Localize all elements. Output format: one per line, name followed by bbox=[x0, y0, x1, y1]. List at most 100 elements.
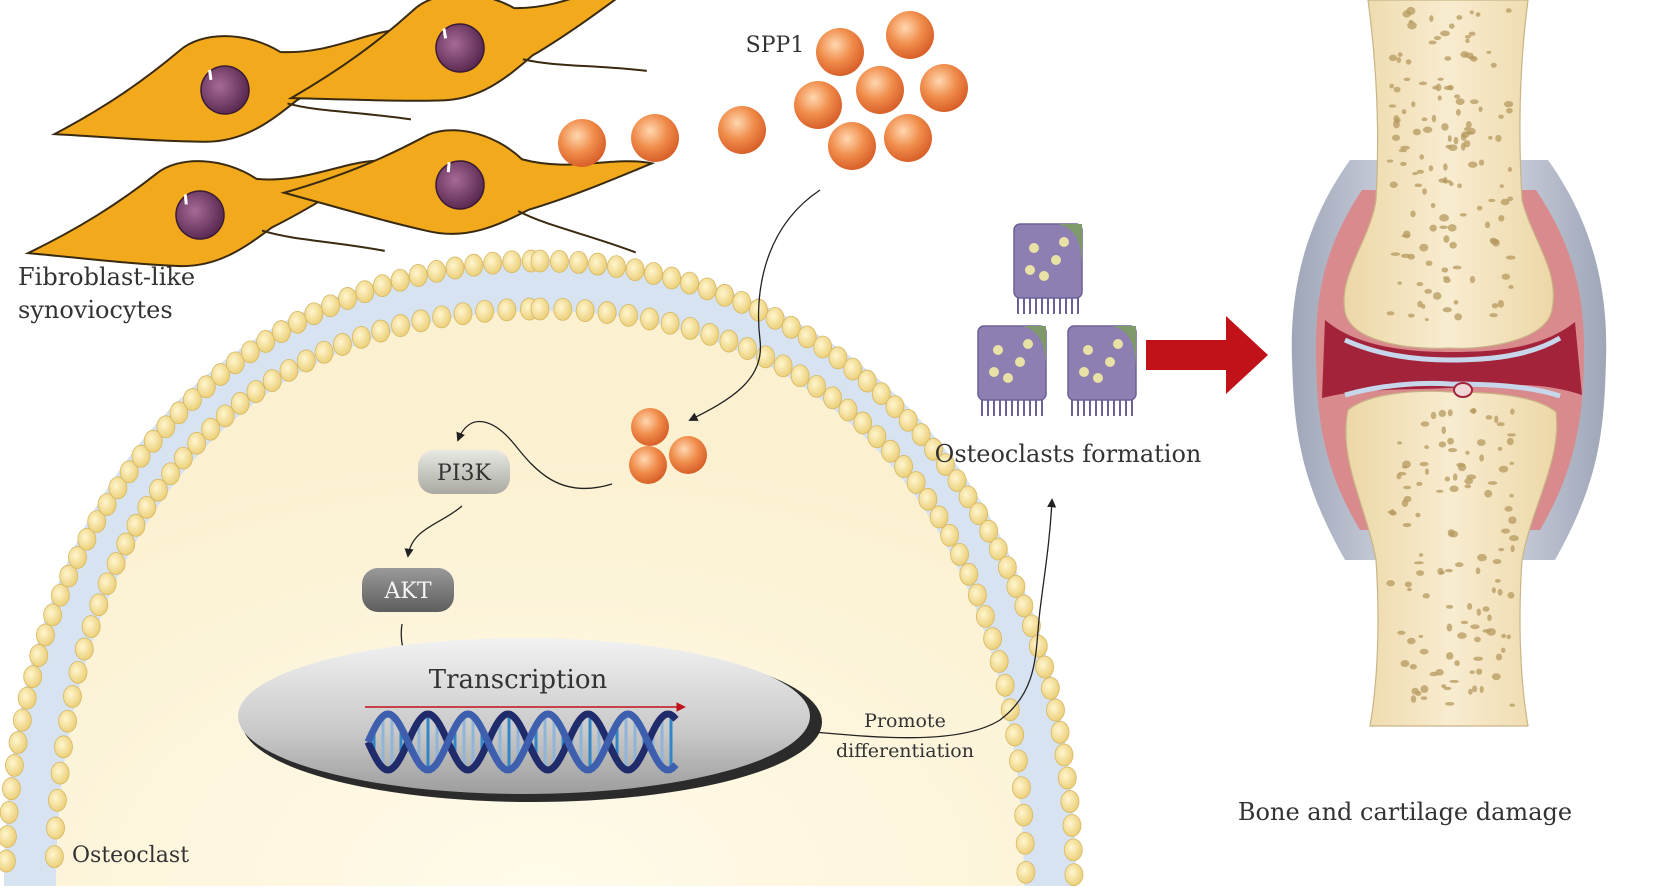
bone-pore bbox=[1393, 120, 1400, 129]
bone-pore bbox=[1507, 433, 1517, 437]
bone-pore bbox=[1507, 591, 1515, 599]
lipid-head bbox=[995, 673, 1015, 697]
bone-pore bbox=[1403, 485, 1412, 490]
bone-pore bbox=[1501, 647, 1506, 653]
bone-pore bbox=[1466, 474, 1477, 480]
lipid-head bbox=[553, 297, 573, 321]
bone-pore bbox=[1393, 86, 1401, 93]
lipid-head bbox=[947, 469, 967, 492]
osteoclast-patch bbox=[1058, 224, 1082, 268]
lipid-head bbox=[885, 395, 905, 419]
osteoclast-nucleus bbox=[1015, 357, 1025, 367]
lipid-head bbox=[680, 271, 699, 295]
lipid-head bbox=[371, 319, 391, 343]
lipid-head bbox=[1021, 614, 1041, 638]
bone-pore bbox=[1418, 81, 1428, 86]
bone-pore bbox=[1454, 562, 1464, 568]
bone-pore bbox=[1424, 318, 1429, 322]
bone-pore bbox=[1501, 633, 1507, 639]
lipid-head bbox=[502, 250, 522, 274]
osteoclast-nucleus bbox=[1051, 255, 1061, 265]
bone-pore bbox=[1388, 104, 1397, 108]
lipid-head bbox=[169, 401, 189, 425]
spp1-particle bbox=[828, 122, 876, 170]
bone-pore bbox=[1507, 196, 1514, 202]
bone-pore bbox=[1449, 241, 1457, 249]
lipid-head bbox=[131, 444, 151, 468]
bone-pore bbox=[1479, 454, 1485, 462]
bone-pore bbox=[1457, 632, 1467, 639]
promote-differentiation-arrow bbox=[813, 498, 1057, 739]
bone-pore bbox=[1485, 415, 1493, 420]
lipid-head bbox=[201, 417, 221, 441]
bone-pore bbox=[1433, 35, 1442, 41]
bone-pore bbox=[1403, 495, 1412, 503]
bone-pore bbox=[1435, 83, 1442, 92]
osteoclast-patch bbox=[1022, 326, 1046, 370]
osteoclast-nucleus bbox=[1059, 237, 1069, 247]
bone-pore bbox=[1408, 20, 1414, 24]
lipid-head bbox=[588, 252, 608, 276]
bone-pore bbox=[1479, 685, 1484, 694]
bone-pore bbox=[1489, 313, 1498, 318]
osteoclast-nucleus bbox=[1105, 357, 1115, 367]
bone-pore bbox=[1455, 108, 1461, 116]
bone-pore bbox=[1492, 558, 1502, 565]
bone-pore bbox=[1400, 161, 1407, 166]
cartilage-line-top bbox=[1343, 335, 1562, 363]
bone-pore bbox=[1446, 652, 1454, 660]
bone-pore bbox=[1432, 292, 1442, 300]
osteoclast-nucleus bbox=[1023, 339, 1033, 349]
bone-pore bbox=[1416, 570, 1425, 576]
osteoclast-cell bbox=[1067, 325, 1137, 416]
bone-pore bbox=[1499, 184, 1505, 189]
lipid-head bbox=[44, 845, 64, 869]
bone-pore bbox=[1413, 561, 1424, 565]
lipid-head bbox=[781, 315, 801, 339]
bone-pore bbox=[1472, 685, 1478, 693]
lipid-head bbox=[911, 423, 931, 446]
bone-pore bbox=[1468, 161, 1478, 168]
lipid-head bbox=[74, 637, 94, 661]
lipid-head bbox=[549, 249, 569, 273]
spp1-particle bbox=[794, 81, 842, 129]
lipid-head bbox=[0, 825, 17, 848]
lipid-head bbox=[68, 660, 88, 684]
damaged-joint bbox=[1291, 0, 1607, 727]
lipid-head bbox=[272, 320, 291, 343]
bone-pore bbox=[1486, 627, 1496, 636]
osteoclast-nucleus bbox=[1113, 339, 1123, 349]
lipid-head bbox=[950, 543, 969, 566]
bone-pore bbox=[1490, 62, 1497, 68]
bone-pore bbox=[1448, 23, 1455, 29]
lipid-head bbox=[857, 369, 877, 393]
bone-pore bbox=[1401, 109, 1407, 115]
bone-pore bbox=[1506, 634, 1512, 640]
lipid-head bbox=[530, 297, 550, 321]
lipid-head bbox=[390, 268, 410, 292]
lipid-head bbox=[1060, 790, 1080, 813]
lipid-head bbox=[871, 382, 891, 406]
lipid-head bbox=[29, 644, 49, 667]
bone-pore bbox=[1421, 117, 1428, 122]
lipid-head bbox=[87, 510, 107, 534]
lipid-head bbox=[391, 314, 410, 337]
lipid-head bbox=[700, 322, 720, 346]
lipid-head bbox=[607, 255, 626, 278]
lipid-head bbox=[929, 505, 949, 529]
bone-pore bbox=[1390, 252, 1401, 256]
lipid-head bbox=[126, 513, 146, 537]
bone-pore bbox=[1386, 159, 1394, 163]
bone-pore bbox=[1419, 648, 1429, 655]
bone-pore bbox=[1510, 544, 1515, 553]
osteoclast-cell-label: Osteoclast bbox=[72, 843, 189, 868]
bone-pore bbox=[1397, 52, 1403, 57]
lipid-head bbox=[1014, 803, 1034, 827]
osteoclast-nucleus bbox=[1083, 345, 1093, 355]
bone-pore bbox=[1509, 703, 1515, 707]
lipid-head bbox=[1035, 655, 1055, 679]
fibroblast-nucleus bbox=[435, 23, 485, 73]
lipid-head bbox=[823, 386, 842, 410]
bone-pore bbox=[1414, 183, 1423, 188]
